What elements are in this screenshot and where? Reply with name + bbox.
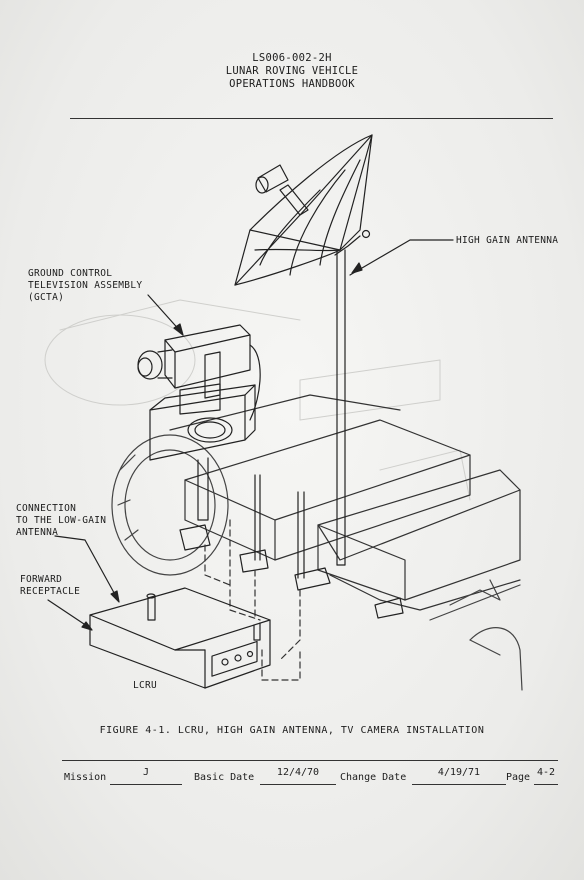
label-low-gain-line-3: ANTENNA (16, 527, 59, 538)
left-wheel (111, 434, 229, 576)
lcru-box (89, 587, 271, 689)
label-low-gain-line-2: TO THE LOW-GAIN (16, 515, 107, 526)
label-forward-receptacle-line-2: RECEPTACLE (20, 586, 81, 597)
footer-basic-date-value: 12/4/70 (276, 767, 320, 778)
document-number: LS006-002-2H (252, 52, 332, 64)
footer-page-underline (534, 784, 558, 785)
high-gain-antenna (234, 134, 373, 566)
label-gcta-line-1: GROUND CONTROL (28, 268, 113, 279)
footer-basic-date-underline (260, 784, 336, 785)
right-wheel (429, 579, 523, 691)
label-gcta-line-2: TELEVISION ASSEMBLY (28, 280, 143, 291)
document-subtitle: OPERATIONS HANDBOOK (229, 78, 355, 90)
footer-page-label: Page (506, 772, 531, 783)
gcta-camera (137, 324, 261, 551)
document-title: LUNAR ROVING VEHICLE (225, 65, 359, 77)
footer-mission-value: J (142, 767, 150, 778)
footer-change-date-label: Change Date (340, 772, 407, 783)
label-high-gain-antenna: HIGH GAIN ANTENNA (456, 235, 559, 246)
figure-caption: FIGURE 4-1. LCRU, HIGH GAIN ANTENNA, TV … (99, 725, 485, 736)
dashed-cables (204, 519, 301, 681)
leader-arrows (47, 239, 454, 631)
footer-change-date-underline (412, 784, 506, 785)
footer-page-value: 4-2 (536, 767, 556, 778)
label-low-gain-line-1: CONNECTION (16, 503, 77, 514)
footer-mission-underline (110, 784, 182, 785)
low-gain-connectors (239, 474, 404, 619)
footer-basic-date-label: Basic Date (194, 772, 255, 783)
label-forward-receptacle-line-1: FORWARD (20, 574, 63, 585)
label-lcru: LCRU (133, 680, 158, 691)
footer-mission-label: Mission (64, 772, 107, 783)
footer-change-date-value: 4/19/71 (437, 767, 481, 778)
label-gcta-line-3: (GCTA) (28, 292, 65, 303)
header-rule (70, 118, 553, 119)
footer-rule (62, 760, 558, 761)
ghost-background-lines (44, 299, 471, 501)
